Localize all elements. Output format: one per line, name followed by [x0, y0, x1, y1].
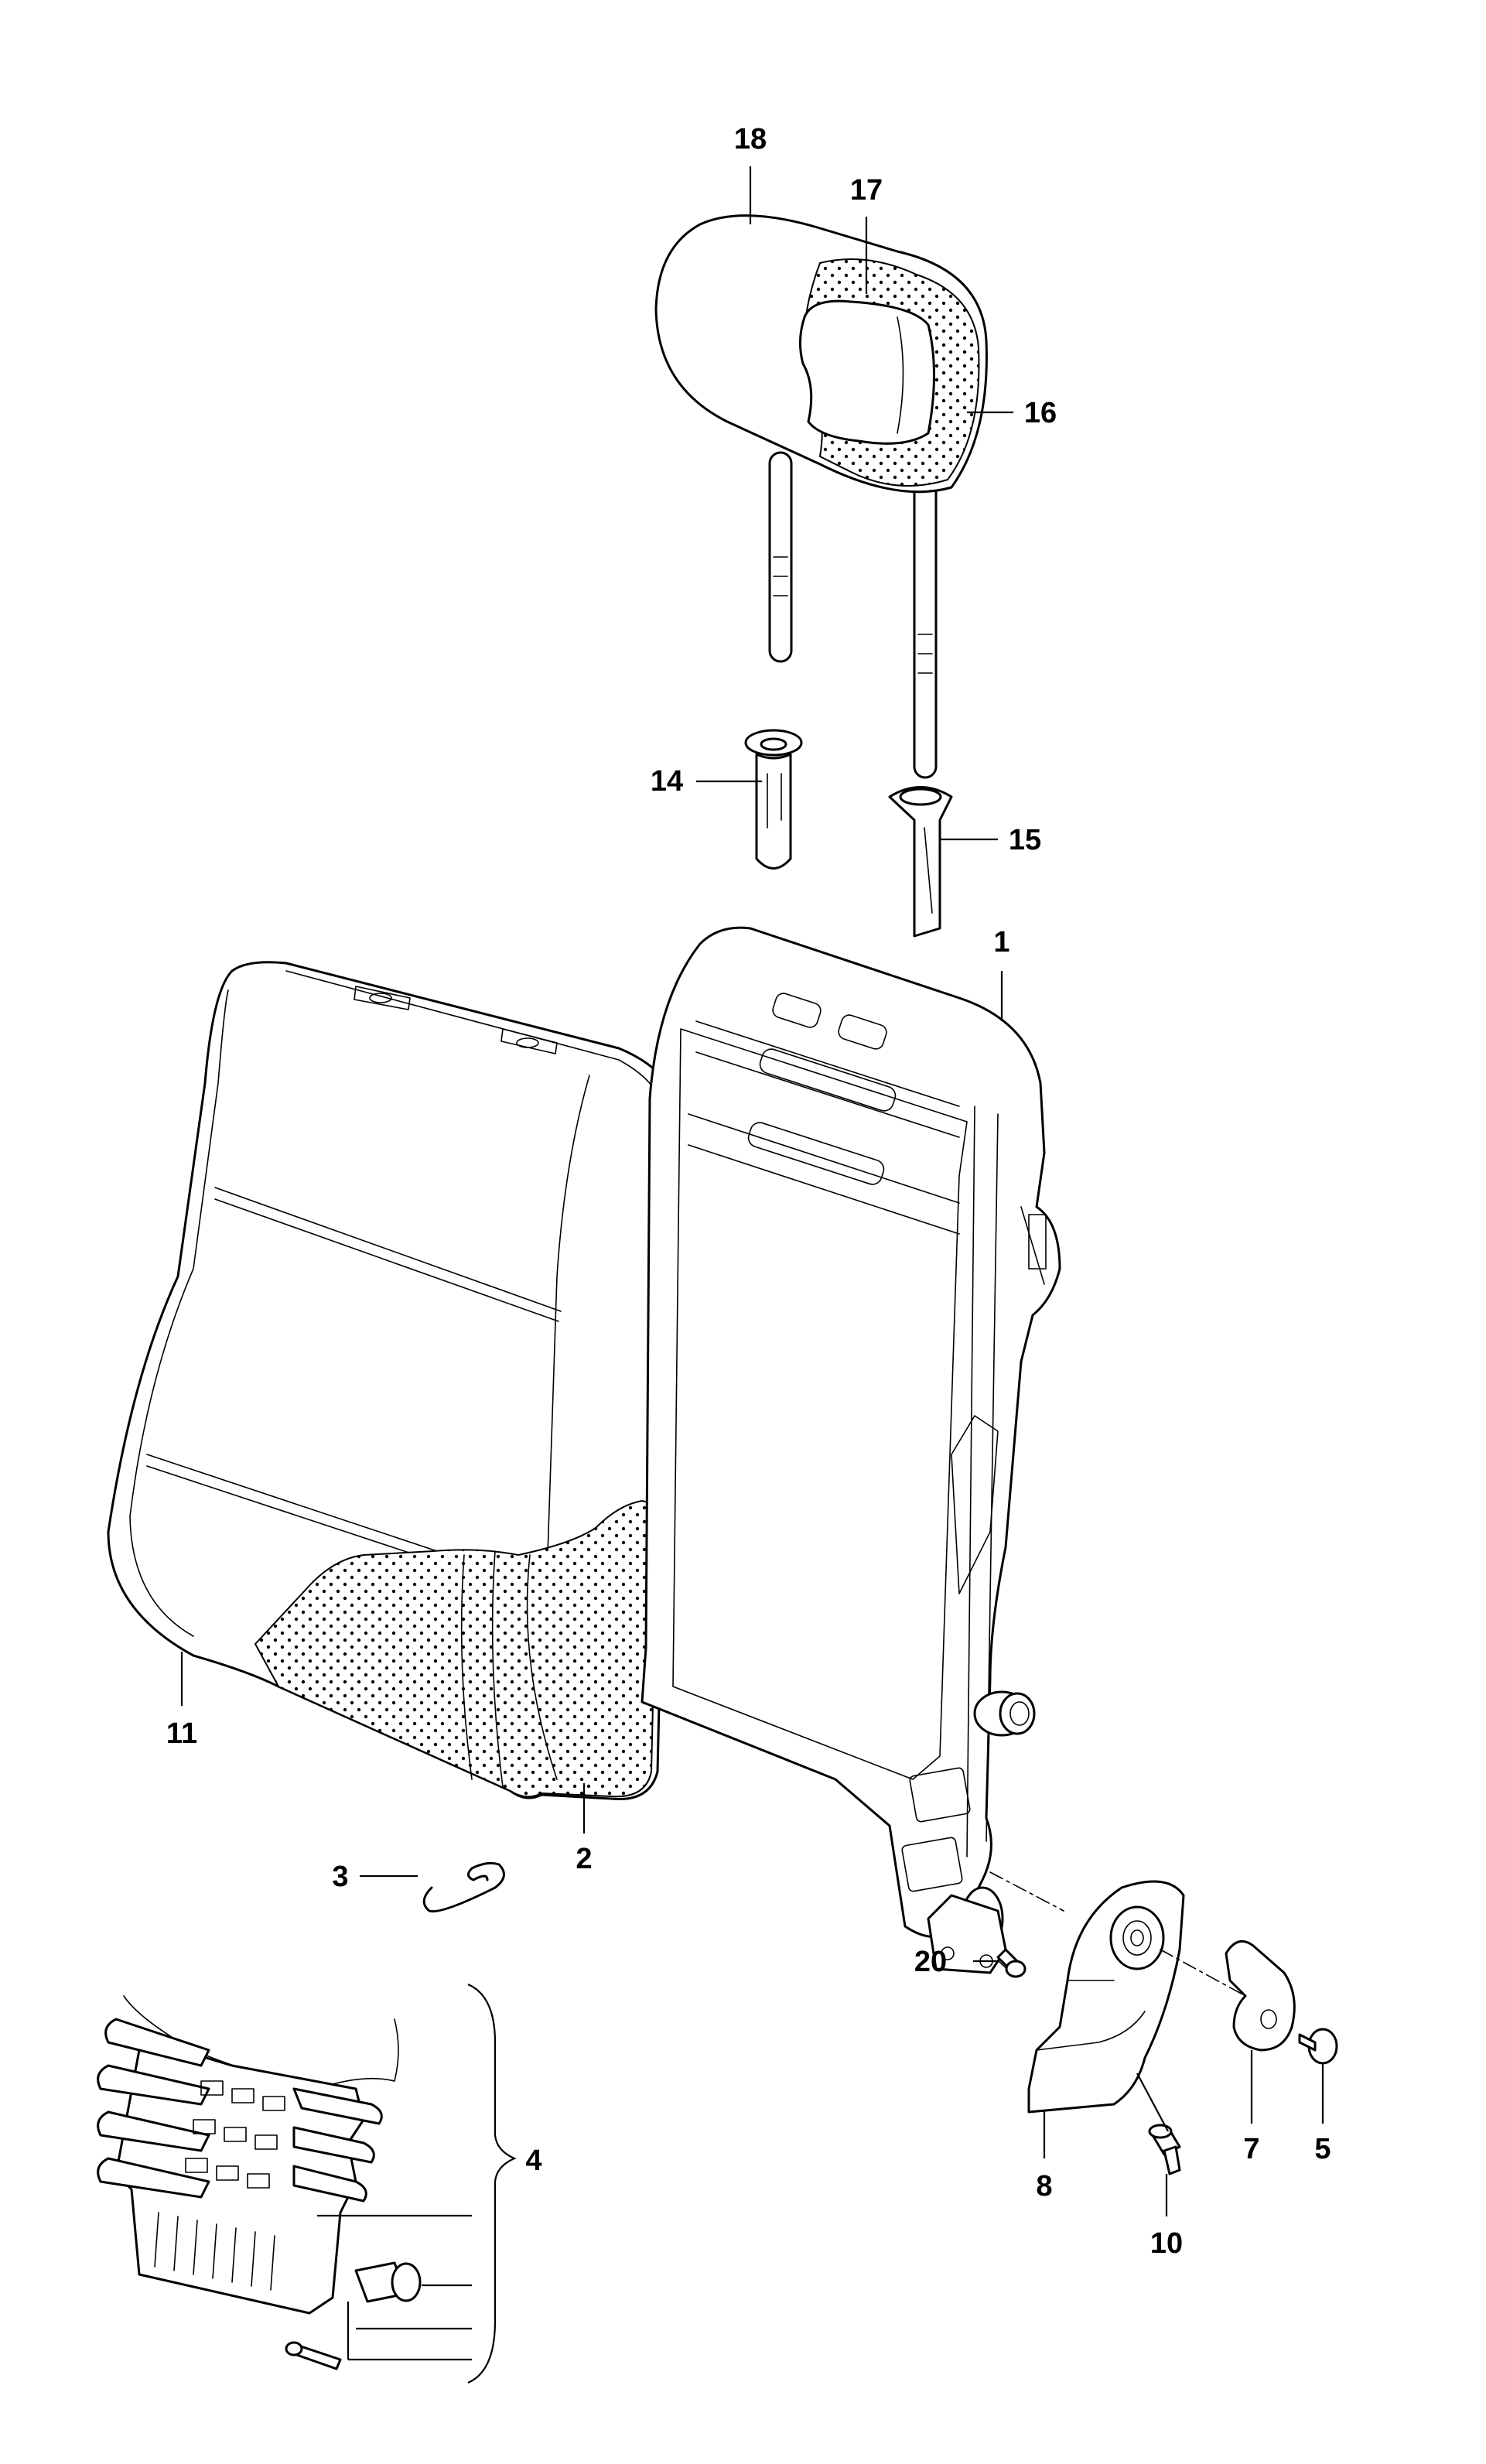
cover-cap-part [1225, 1939, 1296, 2052]
screw-part [996, 1948, 1027, 1978]
rivet-part [1298, 2028, 1338, 2065]
callout-11: 11 [166, 1717, 197, 1750]
callout-15: 15 [1009, 824, 1041, 856]
leader-lines [180, 166, 1324, 2216]
callout-14: 14 [651, 765, 683, 798]
callout-1: 1 [993, 926, 1009, 959]
backrest-padding [254, 1499, 659, 1798]
callout-17: 17 [850, 174, 883, 207]
fastener-part [1148, 2124, 1181, 2175]
backrest-frame [641, 926, 1061, 1974]
guide-sleeve-left [744, 729, 803, 870]
headrest-rod-right [913, 463, 938, 779]
callout-2: 2 [576, 1843, 592, 1875]
callout-20: 20 [914, 1946, 947, 1978]
callout-7: 7 [1243, 2133, 1259, 2165]
callout-4: 4 [525, 2144, 541, 2177]
callout-8: 8 [1036, 2170, 1052, 2203]
guide-sleeve-right [888, 786, 953, 938]
callout-5: 5 [1314, 2133, 1331, 2165]
hinge-trim-part [989, 1871, 1246, 2114]
callout-18: 18 [734, 123, 767, 155]
headrest [654, 214, 988, 779]
clip-part [422, 1861, 505, 1913]
callout-10: 10 [1150, 2227, 1183, 2260]
callout-3: 3 [332, 1861, 348, 1893]
headrest-cover-flap [799, 299, 935, 445]
callout-16: 16 [1024, 397, 1057, 429]
lumbar-support-part [97, 1983, 517, 2384]
